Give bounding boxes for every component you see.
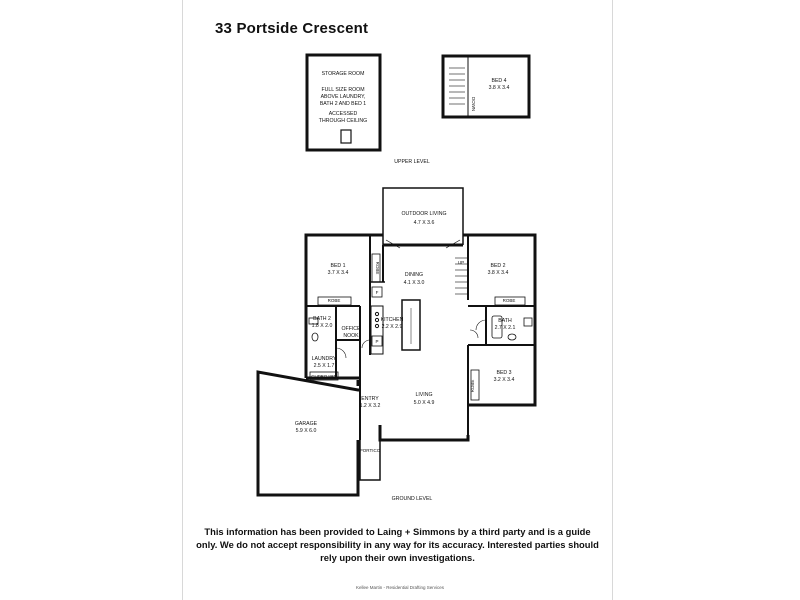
laundry-size: 2.5 X 1.7 xyxy=(314,363,335,369)
stair-flight xyxy=(455,257,468,295)
kitchen-island xyxy=(401,299,421,351)
storage-room-line1: FULL SIZE ROOM xyxy=(321,87,364,93)
storage-room-line4: ACCESSED xyxy=(329,111,358,117)
bath2-size: 1.8 X 2.0 xyxy=(312,323,333,329)
outdoor-living-size: 4.7 X 3.6 xyxy=(414,220,435,226)
entry-size: 1.2 X 3.2 xyxy=(360,403,381,409)
footer-credit: Kellee Martin - Residential Drafting Ser… xyxy=(355,585,445,590)
upper-level-label: UPPER LEVEL xyxy=(394,159,430,165)
cupboard-label: CUPBOARD xyxy=(311,374,337,379)
bed3-size: 3.2 X 3.4 xyxy=(494,377,515,383)
laundry-name: LAUNDRY xyxy=(312,356,337,362)
door-swings xyxy=(335,319,487,359)
garage-name: GARAGE xyxy=(295,421,318,427)
outdoor-living-area xyxy=(382,187,464,249)
bed2-name: BED 2 xyxy=(491,263,506,269)
storage-room-name: STORAGE ROOM xyxy=(322,71,365,77)
property-title: 33 Portside Crescent xyxy=(215,20,369,37)
garage-size: 5.9 X 6.0 xyxy=(296,428,317,434)
storage-room-line3: BATH 2 AND BED 1 xyxy=(320,101,366,107)
bed4-name: BED 4 xyxy=(492,78,507,84)
bathroom-fixtures xyxy=(308,315,533,342)
up-label: UP xyxy=(458,260,464,265)
dining-name: DINING xyxy=(405,272,423,278)
portico-label: PORTICO xyxy=(360,448,381,453)
living-size: 5.0 X 4.9 xyxy=(414,400,435,406)
bed4-size: 3.8 X 3.4 xyxy=(489,85,510,91)
bed1-size: 3.7 X 3.4 xyxy=(328,270,349,276)
robe1-label: ROBE xyxy=(328,298,341,303)
storage-room-line5: THROUGH CEILING xyxy=(319,118,367,124)
bath-name: BATH xyxy=(498,318,512,324)
bath2-name: BATH 2 xyxy=(313,316,331,322)
fridge-label: F xyxy=(376,290,379,295)
entry-name: ENTRY xyxy=(361,396,379,402)
kitchen-bench xyxy=(370,305,384,355)
robe-outlines xyxy=(309,253,526,401)
robe2-label: ROBE xyxy=(503,298,516,303)
house-walls xyxy=(256,233,537,497)
dining-size: 4.1 X 3.0 xyxy=(404,280,425,286)
bed2-size: 3.8 X 3.4 xyxy=(488,270,509,276)
office-name: OFFICE xyxy=(341,326,361,332)
living-name: LIVING xyxy=(415,392,432,398)
robe3-label: ROBE xyxy=(470,380,475,393)
pantry-label: P xyxy=(375,339,378,344)
outdoor-living-name: OUTDOOR LIVING xyxy=(402,211,447,217)
kitchen-name: KITCHEN xyxy=(381,317,404,323)
robe-side-label: ROBE xyxy=(375,262,380,275)
bed1-name: BED 1 xyxy=(331,263,346,269)
disclaimer-text: This information has been provided to La… xyxy=(196,526,599,563)
bath-size: 2.7 X 2.1 xyxy=(495,325,516,331)
bed4-room xyxy=(441,54,531,119)
storage-room-line2: ABOVE LAUNDRY, xyxy=(321,94,366,100)
kitchen-size: 2.2 X 2.9 xyxy=(382,324,403,330)
storage-room xyxy=(305,53,382,152)
floorplan-sheet xyxy=(182,0,613,600)
ground-level-label: GROUND LEVEL xyxy=(392,496,433,502)
down-label: DOWN xyxy=(471,97,476,111)
office-name2: NOOK xyxy=(343,333,359,339)
appliances xyxy=(371,286,383,347)
bed3-name: BED 3 xyxy=(497,370,512,376)
